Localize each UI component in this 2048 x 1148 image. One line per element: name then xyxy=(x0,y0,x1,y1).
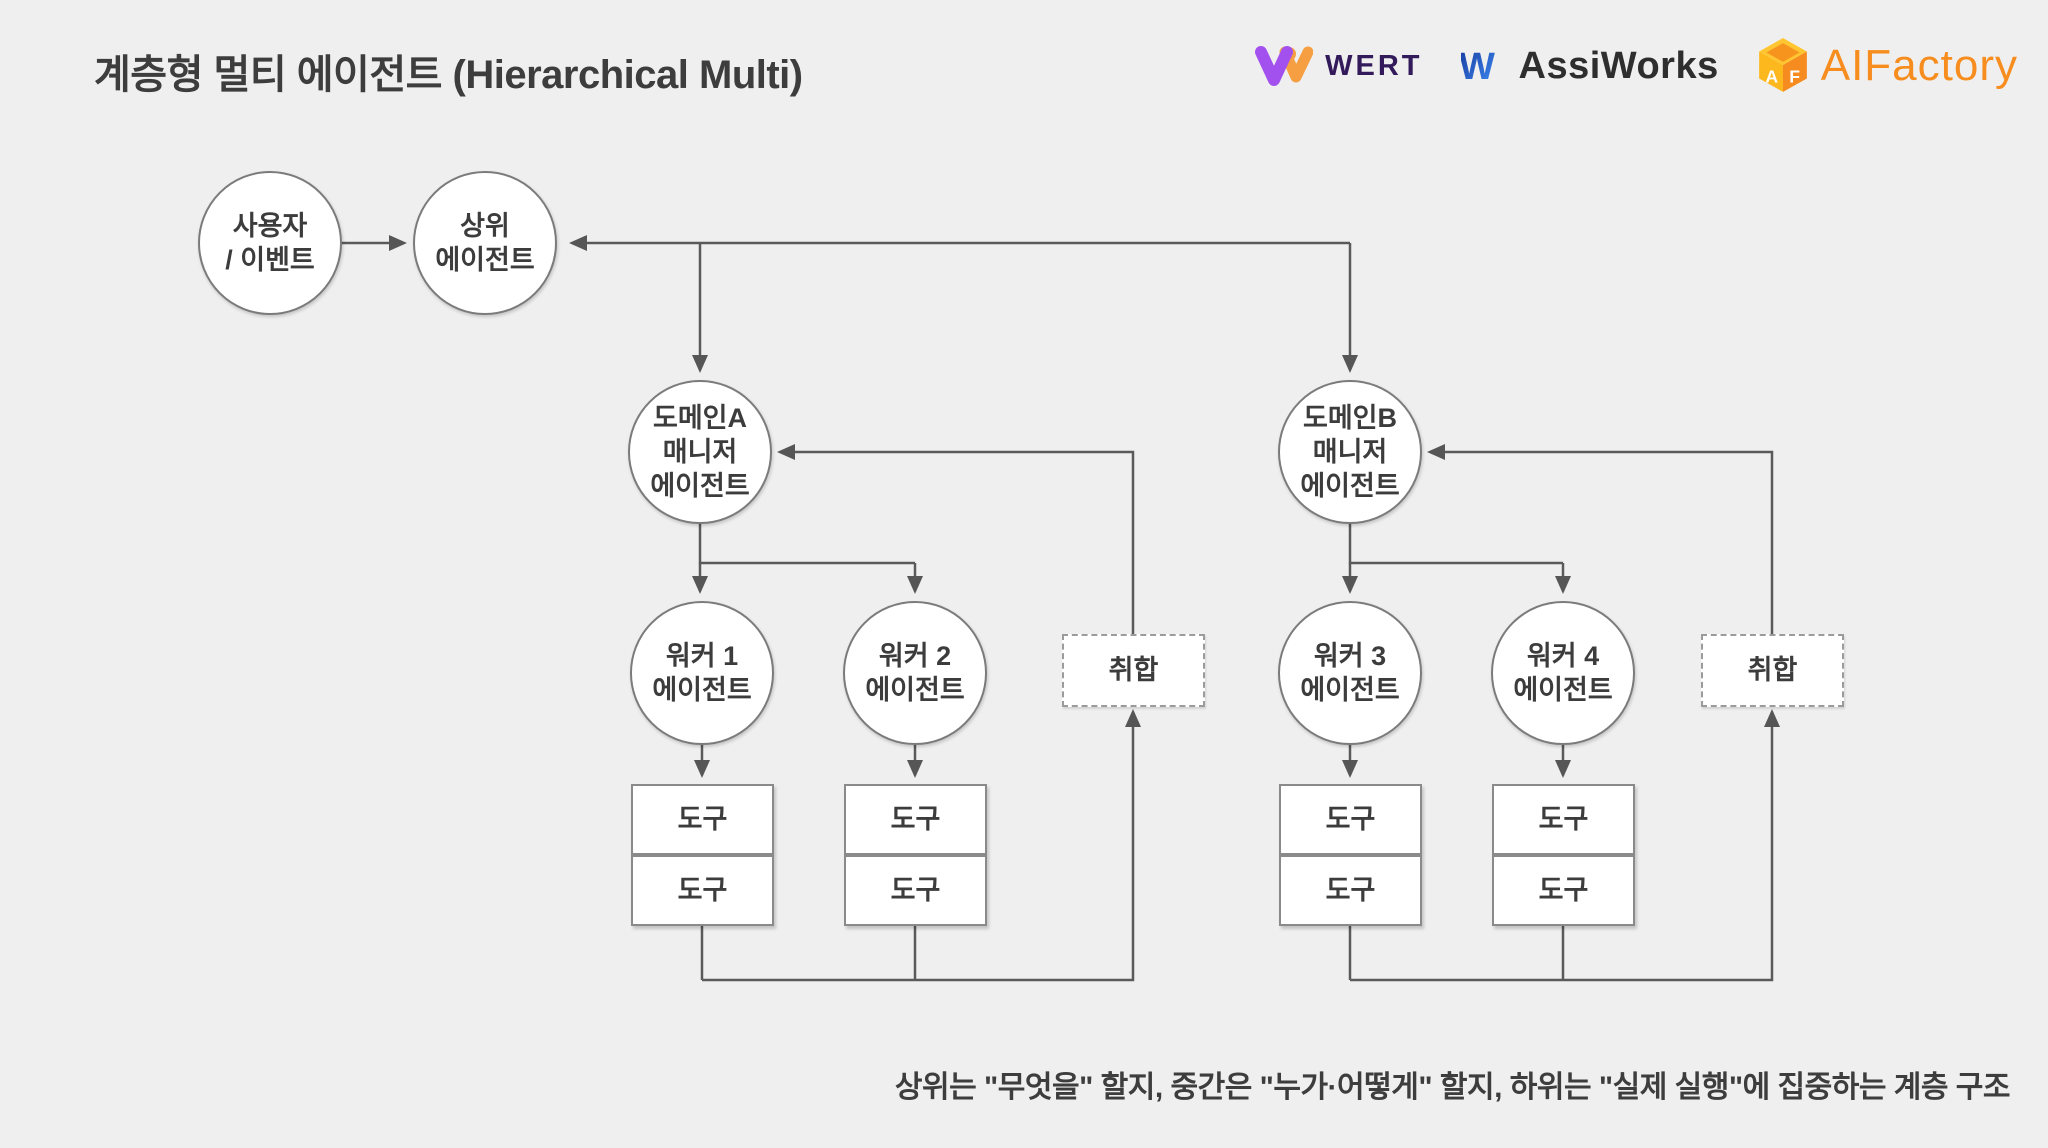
node-worker3: 워커 3 에이전트 xyxy=(1278,601,1422,745)
node-domain-b-manager-label: 도메인B 매니저 에이전트 xyxy=(1300,402,1400,501)
node-tool-w3-1: 도구 xyxy=(1279,784,1422,855)
node-tool-w1-1: 도구 xyxy=(631,784,774,855)
node-aggregate-a: 취합 xyxy=(1062,634,1205,707)
node-domain-b-manager: 도메인B 매니저 에이전트 xyxy=(1278,380,1422,524)
node-upper-agent: 상위 에이전트 xyxy=(413,171,557,315)
logo-row: WERT W AssiWorks A F AIFactory xyxy=(1255,38,2018,94)
node-worker4: 워커 4 에이전트 xyxy=(1491,601,1635,745)
aifactory-logo-text: AIFactory xyxy=(1820,41,2018,90)
tool-label: 도구 xyxy=(1538,804,1589,835)
node-aggregate-b-label: 취합 xyxy=(1747,655,1798,686)
aifactory-logo-icon: A F xyxy=(1758,38,1807,92)
svg-text:F: F xyxy=(1789,67,1800,87)
tool-label: 도구 xyxy=(1538,875,1589,906)
node-user-event: 사용자 / 이벤트 xyxy=(198,171,342,315)
svg-text:W: W xyxy=(1461,47,1495,85)
node-tool-w3-2: 도구 xyxy=(1279,855,1422,926)
node-tool-w2-2: 도구 xyxy=(844,855,987,926)
node-worker1-label: 워커 1 에이전트 xyxy=(652,640,752,705)
assiworks-logo-text: AssiWorks xyxy=(1518,44,1719,87)
node-worker3-label: 워커 3 에이전트 xyxy=(1300,640,1400,705)
diagram-caption: 상위는 "무엇을" 할지, 중간은 "누가·어떻게" 할지, 하위는 "실제 실… xyxy=(894,1071,2011,1104)
node-aggregate-b: 취합 xyxy=(1701,634,1844,707)
svg-text:A: A xyxy=(1765,67,1778,87)
node-tool-w4-2: 도구 xyxy=(1492,855,1635,926)
tool-label: 도구 xyxy=(890,875,941,906)
node-worker4-label: 워커 4 에이전트 xyxy=(1513,640,1613,705)
tool-label: 도구 xyxy=(1325,804,1376,835)
wert-logo: WERT xyxy=(1255,44,1422,88)
assiworks-logo-icon: W xyxy=(1461,47,1495,85)
node-domain-a-manager: 도메인A 매니저 에이전트 xyxy=(628,380,772,524)
tool-label: 도구 xyxy=(890,804,941,835)
tool-label: 도구 xyxy=(677,804,728,835)
tool-label: 도구 xyxy=(677,875,728,906)
node-aggregate-a-label: 취합 xyxy=(1108,655,1159,686)
node-upper-agent-label: 상위 에이전트 xyxy=(435,210,535,275)
node-worker1: 워커 1 에이전트 xyxy=(630,601,774,745)
node-tool-w2-1: 도구 xyxy=(844,784,987,855)
page-title: 계층형 멀티 에이전트 (Hierarchical Multi) xyxy=(94,53,803,97)
connector-aggregate-b-to-domain-b xyxy=(1427,444,1774,634)
connector-domain-a-branch xyxy=(698,524,915,565)
connector-domain-b-branch xyxy=(1348,524,1563,565)
connector-bus-to-aggregate-a xyxy=(702,709,1141,982)
aifactory-logo: A F AIFactory xyxy=(1757,38,2018,94)
assiworks-logo: W AssiWorks xyxy=(1461,45,1719,88)
node-worker2: 워커 2 에이전트 xyxy=(843,601,987,745)
tool-label: 도구 xyxy=(1325,875,1376,906)
node-user-event-label: 사용자 / 이벤트 xyxy=(225,210,315,275)
node-tool-w1-2: 도구 xyxy=(631,855,774,926)
wert-logo-icon xyxy=(1255,46,1314,86)
connector-bus-to-aggregate-b xyxy=(1350,709,1780,982)
connector-aggregate-a-to-domain-a xyxy=(777,444,1135,634)
node-worker2-label: 워커 2 에이전트 xyxy=(865,640,965,705)
node-domain-a-manager-label: 도메인A 매니저 에이전트 xyxy=(650,402,750,501)
node-tool-w4-1: 도구 xyxy=(1492,784,1635,855)
wert-logo-text: WERT xyxy=(1325,49,1423,82)
